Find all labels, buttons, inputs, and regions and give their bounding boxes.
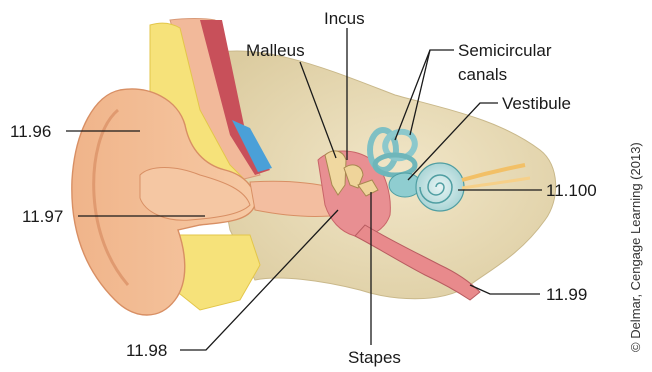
label-11-100: 11.100 — [546, 181, 597, 200]
cochlea — [416, 163, 464, 211]
copyright-credit: © Delmar, Cengage Learning (2013) — [628, 142, 643, 352]
label-11-96: 11.96 — [10, 122, 51, 141]
label-incus: Incus — [324, 9, 365, 28]
label-vestibule: Vestibule — [502, 94, 571, 113]
label-semicircular-2: canals — [458, 65, 507, 84]
label-11-99: 11.99 — [546, 285, 587, 304]
label-11-97: 11.97 — [22, 207, 63, 226]
leader-11-99 — [470, 285, 540, 294]
label-semicircular-1: Semicircular — [458, 41, 552, 60]
label-malleus: Malleus — [246, 41, 305, 60]
label-11-98: 11.98 — [126, 341, 167, 360]
label-stapes: Stapes — [348, 348, 401, 367]
